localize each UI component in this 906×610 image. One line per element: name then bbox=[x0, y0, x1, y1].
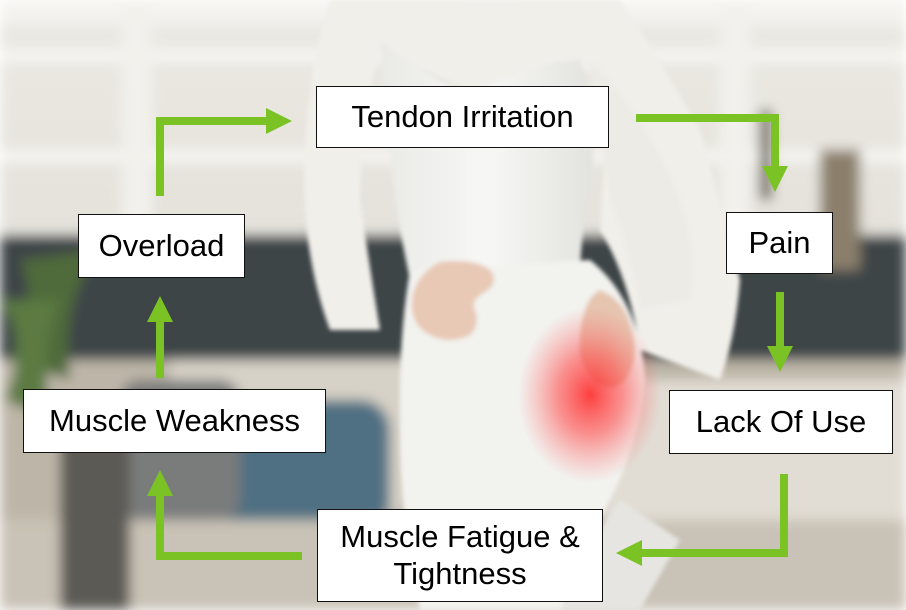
step-label: Lack Of Use bbox=[696, 404, 867, 441]
step-label: Pain bbox=[748, 225, 810, 262]
step-overload: Overload bbox=[78, 214, 245, 278]
step-label: Tendon Irritation bbox=[351, 99, 573, 136]
step-label: Overload bbox=[99, 228, 225, 265]
pain-highlight bbox=[518, 307, 662, 483]
step-muscle-fatigue-tightness: Muscle Fatigue & Tightness bbox=[317, 509, 603, 602]
step-tendon-irritation: Tendon Irritation bbox=[316, 86, 609, 148]
step-label-line-1: Muscle Fatigue & bbox=[340, 519, 580, 556]
step-label-group: Muscle Fatigue & Tightness bbox=[340, 519, 580, 592]
step-muscle-weakness: Muscle Weakness bbox=[23, 389, 326, 453]
step-label-line-2: Tightness bbox=[340, 556, 580, 593]
step-pain: Pain bbox=[726, 212, 833, 274]
step-lack-of-use: Lack Of Use bbox=[669, 390, 893, 454]
step-label: Muscle Weakness bbox=[49, 403, 300, 440]
